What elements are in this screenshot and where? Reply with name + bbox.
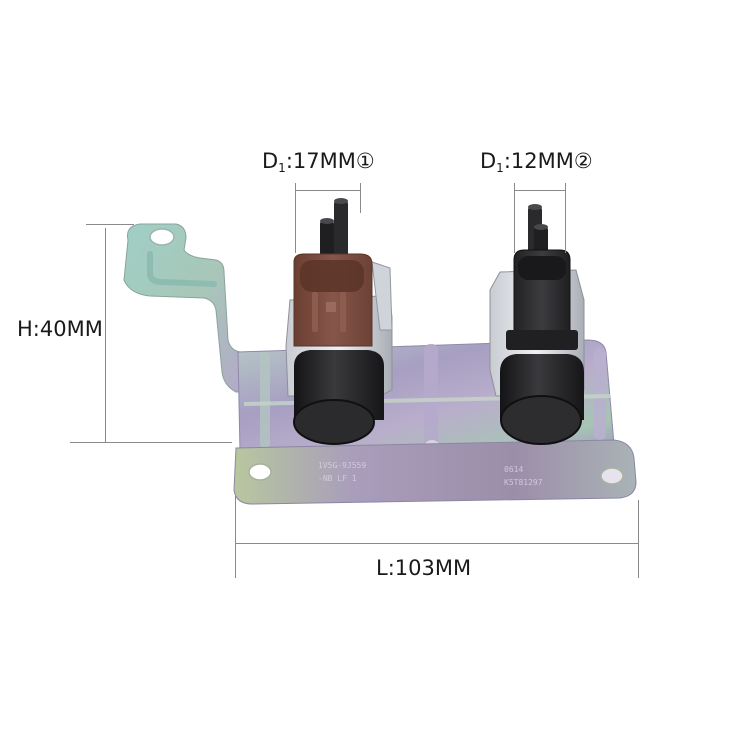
length-extension-left (235, 496, 236, 578)
length-extension-right (638, 500, 639, 578)
port2-dimension-line (514, 190, 566, 191)
solenoid-1 (285, 198, 393, 445)
port1-marker: ① (355, 149, 375, 173)
port1-subscript: 1 (278, 161, 286, 175)
mounting-hole-icon (600, 467, 624, 485)
engraving-right-line1: 0614 (504, 465, 523, 474)
length-label: L:103MM (376, 556, 472, 580)
mounting-hole-icon (248, 463, 272, 481)
port1-diameter-label: D1:17MM① (262, 149, 375, 175)
height-dimension-line (105, 228, 106, 442)
length-dimension-line (235, 543, 639, 544)
port2-value: :12MM (503, 149, 574, 173)
height-bottom-extension (70, 442, 232, 443)
port1-extension-right (360, 183, 361, 213)
solenoid-2 (489, 204, 585, 445)
port2-extension-left (514, 183, 515, 253)
mounting-hole-icon (149, 228, 175, 246)
engraving-left-line1: 1V5G-9J559 (318, 461, 366, 470)
height-label: H:40MM (17, 317, 103, 341)
port1-dimension-line (295, 190, 361, 191)
engraving-left-line2: -NB LF 1 (318, 474, 357, 483)
port2-prefix: D (480, 149, 497, 173)
port2-diameter-label: D1:12MM② (480, 149, 593, 175)
port2-marker: ② (573, 149, 593, 173)
mounting-arm (123, 223, 251, 393)
port2-extension-right (565, 183, 566, 253)
engraving-right-line2: K5T81297 (504, 478, 543, 487)
height-top-extension (86, 224, 134, 225)
port2-subscript: 1 (496, 161, 504, 175)
port1-prefix: D (262, 149, 279, 173)
port1-extension-left (295, 183, 296, 253)
port1-value: :17MM (285, 149, 356, 173)
